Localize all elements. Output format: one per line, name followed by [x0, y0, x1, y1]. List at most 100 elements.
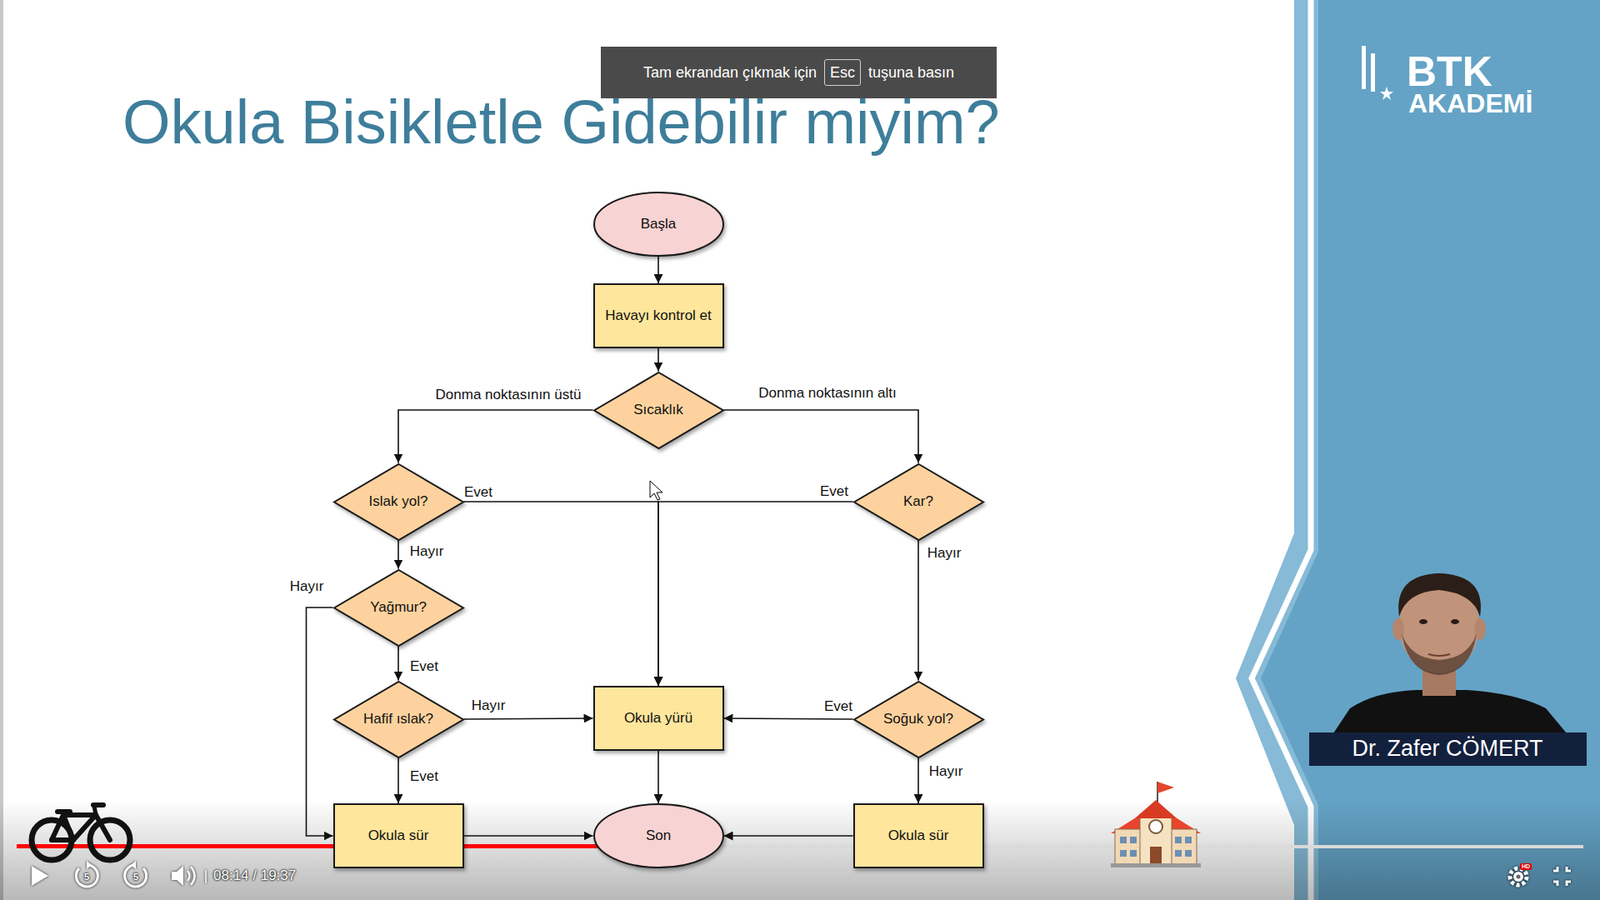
- presenter-webcam: [1428, 654, 1450, 656]
- flow-arrow: [658, 501, 854, 686]
- edge-label: Evet: [818, 483, 850, 500]
- flow-arrow: [397, 646, 400, 681]
- school-icon: [1150, 846, 1162, 865]
- presenter-webcam: [1333, 690, 1567, 734]
- node-text-box: Sıcaklık: [633, 401, 684, 419]
- school-icon: [1110, 863, 1201, 868]
- logo-symbol: [1369, 81, 1404, 116]
- start-terminal: Başla: [593, 191, 725, 257]
- decision-diamond-shape: [854, 681, 984, 758]
- flow-arrow: [724, 835, 854, 837]
- logo-text: AKADEMİ: [1408, 88, 1533, 120]
- node-label: Okula yürü: [624, 710, 693, 727]
- progress-bar: [16, 845, 1584, 849]
- school-icon: [1140, 814, 1172, 865]
- decision-diamond: Sıcaklık: [593, 371, 725, 450]
- name-plate: [1309, 732, 1587, 766]
- process-box-shape: [594, 686, 724, 750]
- node-text-box: Başla: [640, 215, 677, 233]
- node-label: Okula sür: [888, 827, 950, 845]
- bicycle-icon: [94, 805, 96, 815]
- decision-diamond: Hafif ıslak?: [333, 680, 465, 759]
- side-panel: [1235, 0, 1600, 900]
- edge-label: Donma noktasının altı: [756, 385, 898, 402]
- settings-button: [1516, 875, 1521, 880]
- node-label: Okula sür: [368, 827, 430, 845]
- node-text-box: Yağmur?: [370, 599, 427, 616]
- process-box: Okula sür: [333, 803, 465, 869]
- school-icon: [1130, 850, 1137, 857]
- school-icon: [1135, 800, 1177, 819]
- presenter-webcam: [1419, 619, 1428, 625]
- bicycle-icon: [51, 815, 64, 840]
- process-box-shape: [594, 284, 724, 348]
- side-panel: [1260, 0, 1600, 900]
- node-text-box: Kar?: [903, 493, 934, 510]
- school-icon: [1185, 836, 1192, 844]
- decision-diamond: Islak yol?: [333, 463, 465, 541]
- node-label: Kar?: [903, 493, 934, 510]
- volume-button: [171, 865, 184, 886]
- flow-arrow: [724, 718, 854, 720]
- decision-diamond-shape: [334, 464, 464, 540]
- hd-badge: HD: [1520, 863, 1532, 870]
- node-text-box: Son: [645, 827, 671, 845]
- flow-arrow: [657, 348, 660, 372]
- flow-arrow: [397, 540, 400, 570]
- process-box-shape: [854, 804, 984, 868]
- logo-symbol: [1370, 53, 1375, 92]
- slide-title: Okula Bisikletle Gidebilir miyim?: [122, 88, 1000, 156]
- node-label: Hafif ıslak?: [363, 710, 434, 728]
- school-icon: [1175, 836, 1182, 844]
- school-icon: [1120, 850, 1127, 857]
- node-label: Son: [645, 827, 671, 845]
- school-icon: [1130, 836, 1137, 844]
- banner-text: Tam ekrandan çıkmak için: [643, 64, 817, 82]
- bicycle-icon: [57, 809, 70, 815]
- edge-label: Hayır: [925, 545, 964, 562]
- node-label: Havayı kontrol et: [605, 307, 712, 325]
- flow-arrow: [657, 256, 660, 284]
- edge-label: Hayır: [408, 543, 446, 560]
- decision-diamond-shape: [334, 681, 464, 758]
- terminal-ellipse-shape: [594, 192, 724, 256]
- flow-arrow: [917, 758, 920, 805]
- node-text-box: Okula sür: [368, 827, 430, 845]
- node-text-box: Okula yürü: [624, 710, 693, 727]
- node-text-box: Islak yol?: [369, 493, 429, 510]
- decision-diamond: Soğuk yol?: [853, 680, 985, 759]
- node-label: Başla: [640, 215, 677, 233]
- edge-label: Evet: [408, 768, 440, 785]
- end-terminal: Son: [593, 803, 725, 869]
- flow-arrow: [657, 750, 660, 804]
- decision-diamond-shape: [854, 464, 984, 540]
- banner-text: tuşuna basın: [868, 64, 955, 82]
- edge-label: Evet: [462, 484, 495, 501]
- presenter-webcam: [1401, 633, 1477, 675]
- key-cap: Esc: [824, 59, 861, 87]
- node-text-box: Okula sür: [888, 827, 950, 845]
- decision-diamond: Yağmur?: [333, 569, 465, 647]
- progress-bar: [16, 844, 1584, 849]
- school-icon: [1149, 820, 1163, 834]
- slide-edge: [0, 0, 4, 900]
- node-label: Sıcaklık: [633, 401, 684, 419]
- process-box: Havayı kontrol et: [593, 283, 725, 349]
- skip-seconds: 5: [133, 871, 139, 883]
- forward-button: [130, 860, 136, 870]
- bottom-shade: [0, 800, 1600, 900]
- flow-arrow: [464, 718, 594, 720]
- school-icon: [1175, 850, 1182, 857]
- bicycle-icon: [31, 805, 130, 860]
- skip-seconds: 5: [84, 871, 90, 883]
- bicycle-icon: [63, 815, 96, 840]
- edge-label: Donma noktasının üstü: [434, 386, 584, 404]
- settings-button: [1513, 871, 1524, 882]
- presenter-webcam: [1398, 573, 1481, 617]
- node-text-box: Havayı kontrol et: [605, 307, 712, 325]
- bicycle-icon: [51, 815, 110, 840]
- player-controls: [31, 860, 1571, 887]
- flow-arrow: [397, 758, 400, 805]
- flow-arrow: [724, 410, 920, 464]
